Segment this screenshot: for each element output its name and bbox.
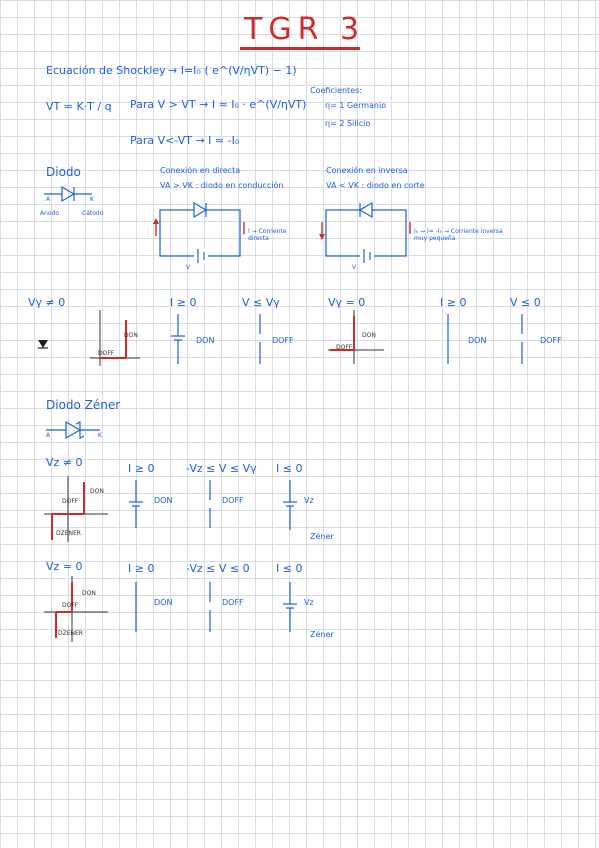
zener-c1-ile: I ≤ 0: [276, 462, 303, 475]
row1-symbol-a: [171, 314, 185, 364]
zener-graph-1: [44, 476, 108, 542]
zener-c2-don: DON: [154, 598, 173, 607]
zener-c2-v: -Vz ≤ V ≤ 0: [186, 562, 250, 575]
diodo-k-label: K: [90, 196, 94, 203]
zener-c2-i: I ≥ 0: [128, 562, 155, 575]
iv-graph-v0: [328, 310, 384, 364]
zener-c2-sym1: [135, 582, 137, 632]
forward-v-label: V: [186, 264, 191, 271]
zener-case2: Vz = 0: [46, 560, 83, 573]
zener-c1-doff: DOFF: [222, 496, 244, 505]
g1-don: DON: [124, 332, 138, 339]
forward-circuit: [153, 201, 245, 263]
row1-vy-eq0: Vγ = 0: [328, 296, 366, 309]
diodo-title: Diodo: [46, 165, 81, 179]
inversa-title: Conexión en inversa: [326, 166, 408, 175]
zener-c2-doff: DOFF: [222, 598, 244, 607]
zener-a: A: [46, 432, 51, 439]
coef-title: Coeficientes:: [310, 86, 362, 95]
shockley-label: Ecuación de Shockley: [46, 64, 166, 77]
row1-v-le0: V ≤ 0: [510, 296, 541, 309]
zener-c2-label: Zéner: [310, 630, 334, 639]
zener-c1-i: I ≥ 0: [128, 462, 155, 475]
directa-title: Conexión en directa: [160, 166, 241, 175]
row1-doff-1: DOFF: [272, 336, 294, 345]
anodo-label: Ánodo: [40, 210, 60, 217]
row1-symbol-c: [447, 314, 449, 364]
zener-c1-sym3: [283, 480, 297, 530]
row1-symbol-b: [259, 314, 261, 364]
row1-don-1: DON: [196, 336, 215, 345]
coef-silicio: η= 2 Silicio: [325, 119, 371, 128]
zg1-dzener: DZENER: [56, 530, 81, 537]
iv-graph-vy: [38, 310, 140, 366]
zg1-don: DON: [90, 488, 104, 495]
reverse-v-label: V: [352, 264, 357, 271]
row1-vy-ne0: Vγ ≠ 0: [28, 296, 66, 309]
diode-symbol: [44, 185, 92, 203]
zener-c1-vz: Vz: [304, 496, 314, 505]
row1-symbol-d: [521, 314, 523, 364]
zener-c2-sym3: [283, 582, 297, 632]
zener-c2-vz: Vz: [304, 598, 314, 607]
title-text: TGR 3: [244, 12, 366, 47]
row1-i-ge0: I ≥ 0: [170, 296, 197, 309]
row1-doff-2: DOFF: [540, 336, 562, 345]
zener-c1-v: -Vz ≤ V ≤ Vγ: [186, 462, 257, 475]
zener-c2-sym2: [209, 582, 211, 632]
coef-germanio: η= 1 Germanio: [325, 101, 387, 110]
zg1-doff: DOFF: [62, 498, 79, 505]
zener-symbol: [46, 420, 100, 440]
zener-c1-label: Zéner: [310, 532, 334, 541]
para-forward: Para V > VT → I ≈ I₀ · e^(V/ηVT): [130, 98, 307, 111]
row1-don-2: DON: [468, 336, 487, 345]
directa-sub: VA > VK : diodo en conducción: [160, 181, 284, 190]
g2-don: DON: [362, 332, 376, 339]
zener-title: Diodo Zéner: [46, 398, 121, 412]
zener-case1: Vz ≠ 0: [46, 456, 83, 469]
zener-c2-ile: I ≤ 0: [276, 562, 303, 575]
zg2-dzener: DZENER: [58, 630, 83, 637]
page-title: TGR 3: [244, 12, 365, 47]
directa-note: I → Corriente directa: [248, 228, 287, 242]
para-reverse: Para V<-VT → I ≈ -I₀: [130, 134, 240, 147]
inversa-note: I₀ → I= -I₀ → Corriente inversa muy pequ…: [414, 228, 503, 242]
title-underline: [240, 47, 360, 50]
g1-doff: DOFF: [98, 350, 115, 357]
zener-c1-sym2: [209, 480, 211, 528]
zg2-don: DON: [82, 590, 96, 597]
row1-i-ge0-b: I ≥ 0: [440, 296, 467, 309]
zener-k: K: [98, 432, 102, 439]
vt-formula: VT = K·T / q: [46, 100, 112, 113]
zg2-doff: DOFF: [62, 602, 79, 609]
diodo-a-label: A: [46, 196, 51, 203]
zener-c1-sym1: [129, 480, 143, 528]
inversa-sub: VA < VK : diodo en corte: [326, 181, 425, 190]
catodo-label: Cátodo: [82, 210, 104, 217]
row1-v-le-vy: V ≤ Vγ: [242, 296, 280, 309]
zener-graph-2: [44, 576, 108, 642]
shockley-formula: → I=I₀ ( e^(V/ηVT) − 1): [168, 64, 297, 77]
g2-doff: DOFF: [336, 344, 353, 351]
reverse-circuit: [319, 201, 411, 263]
zener-c1-don: DON: [154, 496, 173, 505]
